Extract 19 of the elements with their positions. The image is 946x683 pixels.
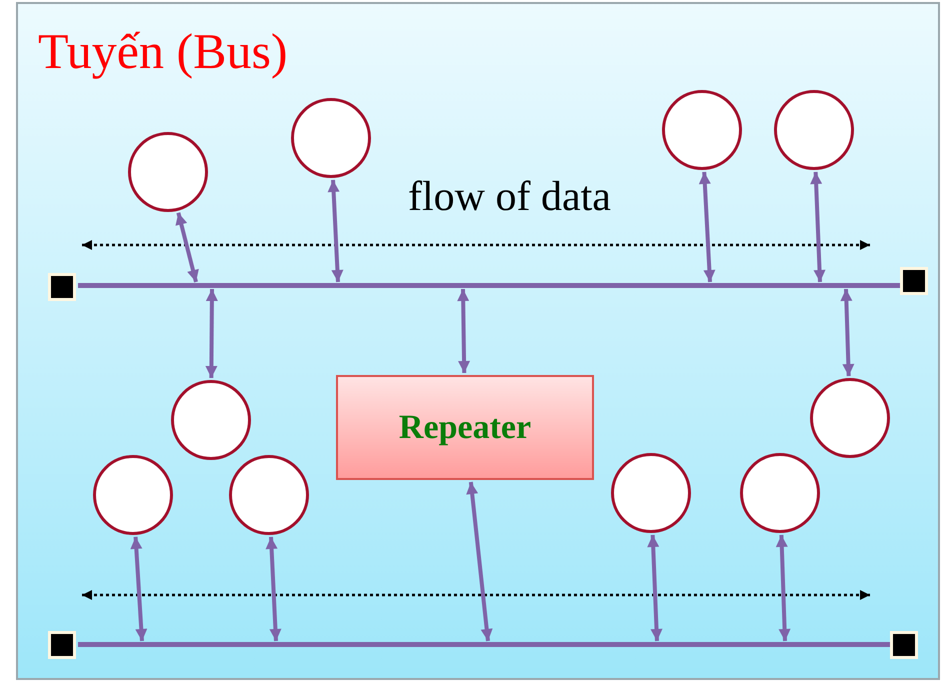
arrow (776, 534, 791, 642)
arrow (266, 536, 282, 642)
arrow (840, 288, 854, 376)
arrow (698, 172, 716, 282)
terminator (900, 267, 928, 295)
repeater-box (336, 375, 594, 480)
repeater-label: Repeater (398, 410, 532, 444)
terminator (48, 273, 76, 301)
arrow (810, 172, 826, 282)
terminator (890, 631, 918, 659)
arrow (328, 180, 344, 282)
arrow (457, 288, 470, 374)
terminator (48, 631, 76, 659)
arrow (647, 534, 662, 642)
arrow (466, 482, 493, 642)
arrow (205, 288, 218, 378)
arrow (130, 536, 148, 642)
arrow (176, 212, 199, 282)
flow-label: flow of data (408, 176, 611, 218)
